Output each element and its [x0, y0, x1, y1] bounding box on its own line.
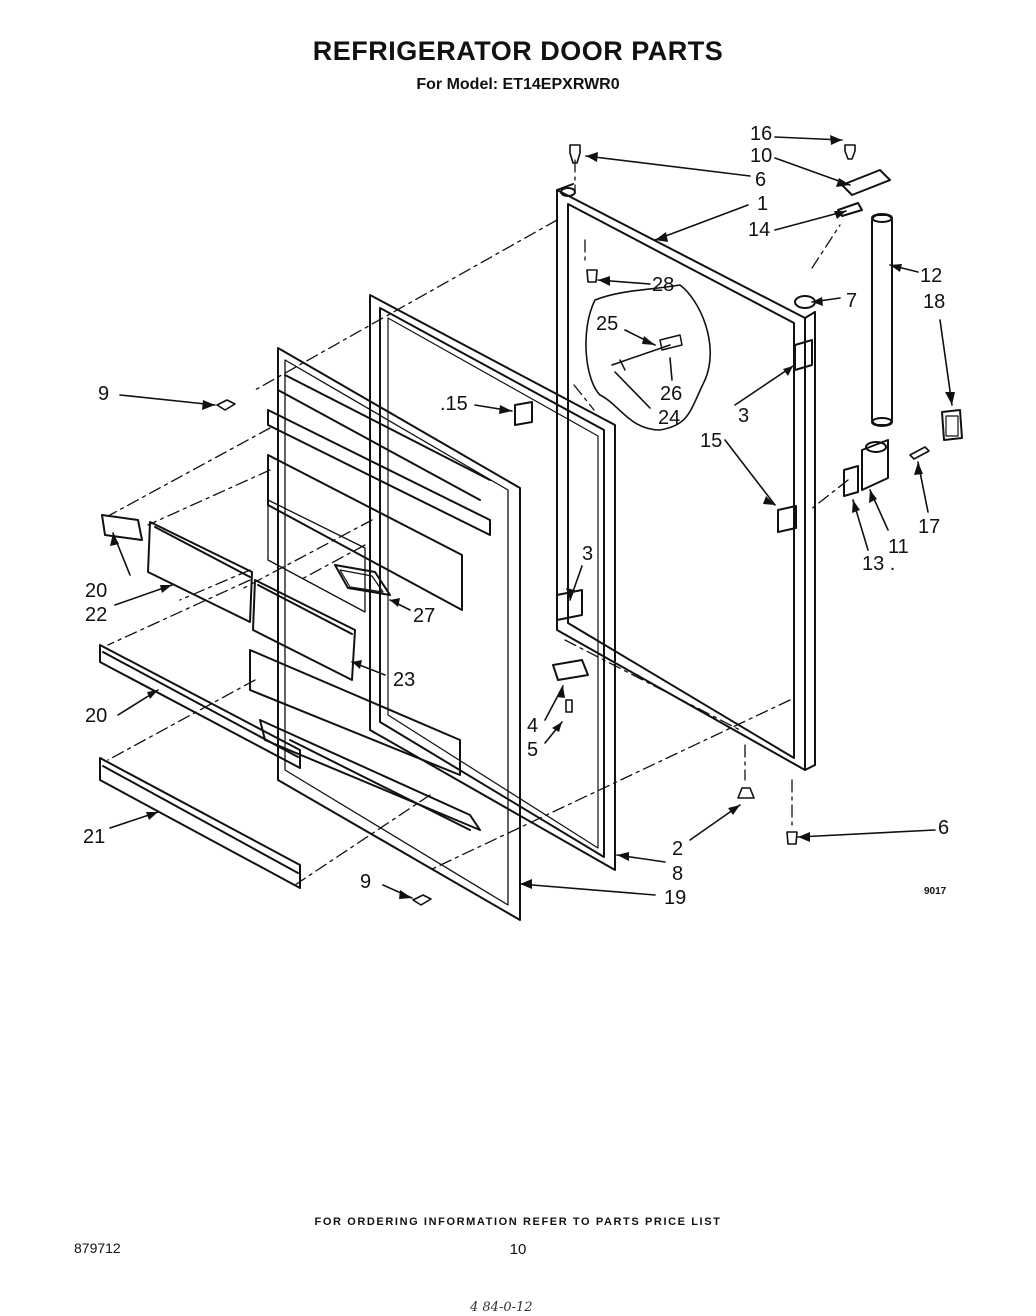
callout-13: 13 . [862, 553, 895, 575]
callout-23: 23 [393, 669, 415, 691]
callout-9-lower: 9 [360, 871, 371, 893]
alignment-lines [107, 159, 849, 886]
door-liner-part [249, 347, 521, 921]
callout-20-upper: 20 [85, 580, 107, 602]
leader-lines [109, 136, 953, 899]
callout-27: 27 [413, 605, 435, 627]
shelf-bar-22 [147, 521, 253, 623]
hinge-bracket-part [861, 439, 889, 491]
callout-26: 26 [660, 383, 682, 405]
door-stop-15a [514, 401, 533, 426]
end-cap-20a [101, 514, 143, 541]
callout-5: 5 [527, 739, 538, 761]
document-number: 879712 [74, 1240, 121, 1256]
callout-16: 16 [750, 123, 772, 145]
callout-18: 18 [923, 291, 945, 313]
callout-15-left: .15 [440, 393, 468, 415]
callout-4: 4 [527, 715, 538, 737]
diagram-code: 9017 [924, 886, 947, 897]
hinge-plate-part [843, 465, 859, 497]
door-gasket-part [369, 294, 616, 871]
callout-9-upper: 9 [98, 383, 109, 405]
callout-labels: 16 10 6 1 14 12 28 7 18 25 26 24 9 .15 3… [83, 123, 949, 909]
hinge-inset-outline [585, 284, 711, 431]
callout-3-right: 3 [738, 405, 749, 427]
butter-tray-part [334, 564, 391, 596]
door-stop-3a [794, 339, 813, 371]
shelf-rail-21 [99, 757, 301, 889]
callout-14: 14 [748, 219, 770, 241]
bracket-18-part [941, 409, 963, 441]
arrowheads [110, 135, 955, 899]
door-stop-15b [777, 505, 797, 533]
model-subtitle: For Model: ET14EPXRWR0 [416, 76, 620, 93]
hinge-cam-4 [552, 659, 589, 681]
callout-2: 2 [672, 838, 683, 860]
handwritten-note: 4 84-0-12 [470, 1300, 533, 1315]
callout-22: 22 [85, 604, 107, 626]
screws [216, 144, 930, 906]
callout-25: 25 [596, 313, 618, 335]
callout-6-top: 6 [755, 169, 766, 191]
callout-6-bottom: 6 [938, 817, 949, 839]
callout-24: 24 [658, 407, 680, 429]
callout-19: 19 [664, 887, 686, 909]
page-title: REFRIGERATOR DOOR PARTS [312, 36, 724, 66]
callout-21: 21 [83, 826, 105, 848]
top-hinge-part [837, 169, 891, 217]
callout-20-lower: 20 [85, 705, 107, 727]
hinge-inset-parts [611, 334, 683, 371]
hinge-tube-part [871, 213, 893, 427]
callout-28: 28 [652, 274, 674, 296]
door-frame-part [556, 183, 816, 771]
callout-8: 8 [672, 863, 683, 885]
ordering-note: FOR ORDERING INFORMATION REFER TO PARTS … [314, 1216, 722, 1228]
callout-17: 17 [918, 516, 940, 538]
shelf-rail-20b [99, 644, 301, 769]
page-number: 10 [509, 1241, 527, 1258]
callout-10: 10 [750, 145, 772, 167]
callout-12: 12 [920, 265, 942, 287]
callout-3-left: 3 [582, 543, 593, 565]
callout-11: 11 [888, 536, 909, 558]
shelf-bar-23 [252, 579, 356, 681]
callout-7: 7 [846, 290, 857, 312]
callout-1: 1 [757, 193, 768, 215]
callout-15-right: 15 [700, 430, 722, 452]
